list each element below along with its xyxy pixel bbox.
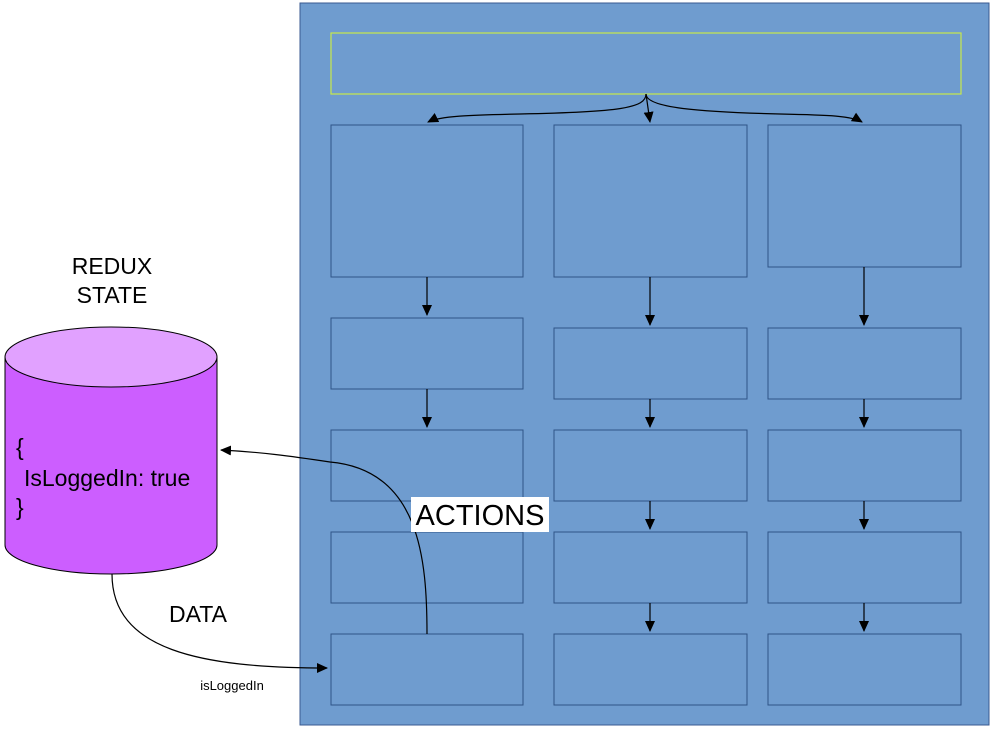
component-box-col1-row5 [330, 633, 524, 706]
root-to-col1-arrow [427, 93, 647, 123]
component-box-col2-row5 [553, 633, 748, 706]
component-box-col1-row3 [330, 429, 524, 502]
root-to-col2-arrow [643, 93, 654, 123]
component-box-col3-row3 [767, 429, 962, 502]
state-title-line1: REDUX [72, 253, 153, 279]
component-box-col2-row3 [553, 429, 748, 502]
state-title-line2: STATE [77, 282, 148, 308]
component-box-col2-row2 [553, 327, 748, 400]
component-box-col1-row1 [330, 124, 524, 278]
component-box-col3-row5 [767, 633, 962, 706]
component-box-col1-row4 [330, 531, 524, 604]
actions-label-bg [411, 497, 549, 532]
state-close-brace: } [16, 494, 24, 520]
root-component-box [330, 32, 962, 95]
redux-state-cylinder [4, 326, 218, 575]
component-box-col3-row4 [767, 531, 962, 604]
cylinder-body [4, 356, 218, 575]
state-entry: IsLoggedIn: true [24, 465, 190, 491]
data-label: DATA [169, 601, 228, 627]
component-box-col3-row2 [767, 327, 962, 400]
data-arrow [111, 573, 328, 673]
state-open-brace: { [16, 434, 24, 460]
prop-label: isLoggedIn [200, 678, 264, 693]
component-box-col3-row1 [767, 124, 962, 268]
actions-arrow [220, 445, 428, 635]
component-box-col1-row2 [330, 317, 524, 390]
actions-label: ACTIONS [416, 500, 545, 532]
root-to-col3-arrow [645, 93, 863, 123]
component-box-col2-row4 [553, 531, 748, 604]
component-box-col2-row1 [553, 124, 748, 278]
cylinder-top [4, 326, 218, 388]
